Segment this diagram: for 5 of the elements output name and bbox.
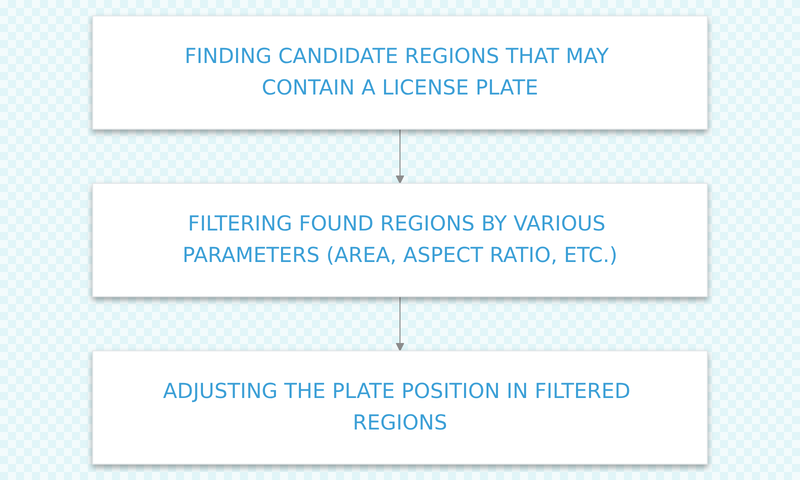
arrow xyxy=(396,128,404,184)
node-box: FINDING CANDIDATE REGIONS THAT MAY CONTAIN A LICENSE PLATE xyxy=(92,15,708,130)
arrow xyxy=(396,296,404,352)
node-box: ADJUSTING THE PLATE POSITION IN FILTERED REGIONS xyxy=(92,350,708,465)
node-box: FILTERING FOUND REGIONS BY VARIOUS PARAMETERS (AREA, ASPECT RATIO, ETC.) xyxy=(92,182,708,298)
